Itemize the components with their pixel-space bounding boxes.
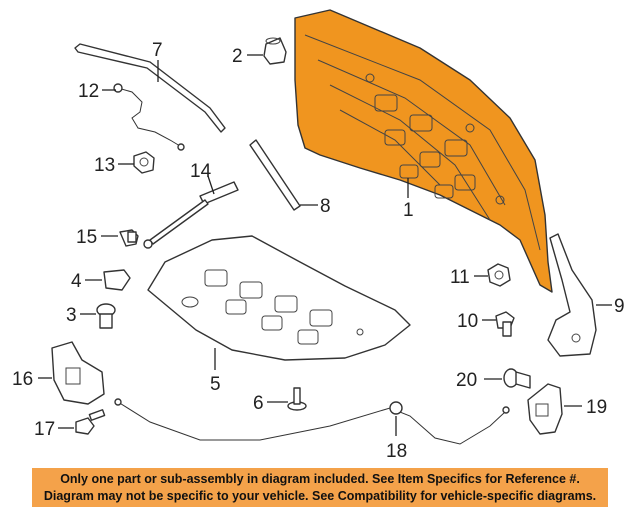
- hood-panel: [294, 9, 553, 293]
- svg-text:11: 11: [450, 267, 470, 288]
- seal-strip-part: [249, 139, 301, 211]
- callout-19: 19: [564, 397, 607, 418]
- hose-part: [113, 83, 185, 151]
- callout-10: 10: [457, 311, 496, 332]
- svg-text:12: 12: [78, 81, 99, 102]
- svg-text:13: 13: [94, 155, 115, 176]
- callout-13: 13: [94, 155, 134, 176]
- callout-1: 1: [403, 178, 414, 221]
- callout-8: 8: [300, 196, 331, 217]
- svg-text:20: 20: [456, 370, 477, 391]
- screw-6-part: [287, 387, 307, 411]
- bolt-10-part: [495, 311, 515, 337]
- callout-3: 3: [66, 305, 96, 326]
- svg-text:19: 19: [586, 397, 607, 418]
- bolt-20-part: [503, 368, 531, 389]
- disclaimer-banner: Only one part or sub-assembly in diagram…: [32, 468, 608, 507]
- disclaimer-line-1: Only one part or sub-assembly in diagram…: [60, 472, 580, 486]
- callout-14: 14: [190, 161, 215, 195]
- shield-part: [147, 235, 411, 361]
- svg-text:8: 8: [320, 196, 331, 217]
- svg-text:5: 5: [210, 374, 221, 395]
- weatherstrip-part: [74, 43, 226, 133]
- callout-4: 4: [71, 271, 102, 292]
- callout-18: 18: [386, 416, 407, 462]
- lift-support-part: [143, 181, 239, 249]
- svg-text:9: 9: [614, 296, 625, 317]
- latch-part: [527, 383, 563, 435]
- hinge-part: [547, 233, 597, 357]
- svg-text:14: 14: [190, 161, 212, 182]
- svg-text:17: 17: [34, 419, 55, 440]
- svg-text:6: 6: [253, 393, 264, 414]
- callout-16: 16: [12, 369, 52, 390]
- svg-text:7: 7: [152, 40, 163, 61]
- callout-9: 9: [596, 296, 625, 317]
- svg-text:3: 3: [66, 305, 77, 326]
- callout-12: 12: [78, 81, 116, 102]
- svg-text:4: 4: [71, 271, 82, 292]
- callout-5: 5: [210, 348, 221, 395]
- svg-text:15: 15: [76, 227, 97, 248]
- bolt-17-part: [75, 409, 106, 435]
- svg-text:16: 16: [12, 369, 33, 390]
- release-cable-part: [114, 398, 510, 445]
- latch-bracket-part: [51, 341, 105, 405]
- nut-13-part: [133, 151, 155, 174]
- bracket-4-part: [103, 269, 131, 291]
- svg-text:2: 2: [232, 46, 243, 67]
- callout-11: 11: [450, 267, 488, 288]
- callout-6: 6: [253, 393, 288, 414]
- callout-17: 17: [34, 419, 74, 440]
- callout-7: 7: [152, 40, 163, 82]
- callout-2: 2: [232, 46, 263, 67]
- callout-15: 15: [76, 227, 118, 248]
- hood-bumper-part: [263, 37, 287, 65]
- svg-text:1: 1: [403, 200, 414, 221]
- svg-text:10: 10: [457, 311, 478, 332]
- callout-20: 20: [456, 370, 502, 391]
- bumper-3-part: [96, 303, 116, 329]
- clip-15-part: [119, 229, 139, 247]
- nut-11-part: [487, 263, 511, 287]
- svg-text:18: 18: [386, 441, 407, 462]
- disclaimer-line-2: Diagram may not be specific to your vehi…: [43, 489, 597, 503]
